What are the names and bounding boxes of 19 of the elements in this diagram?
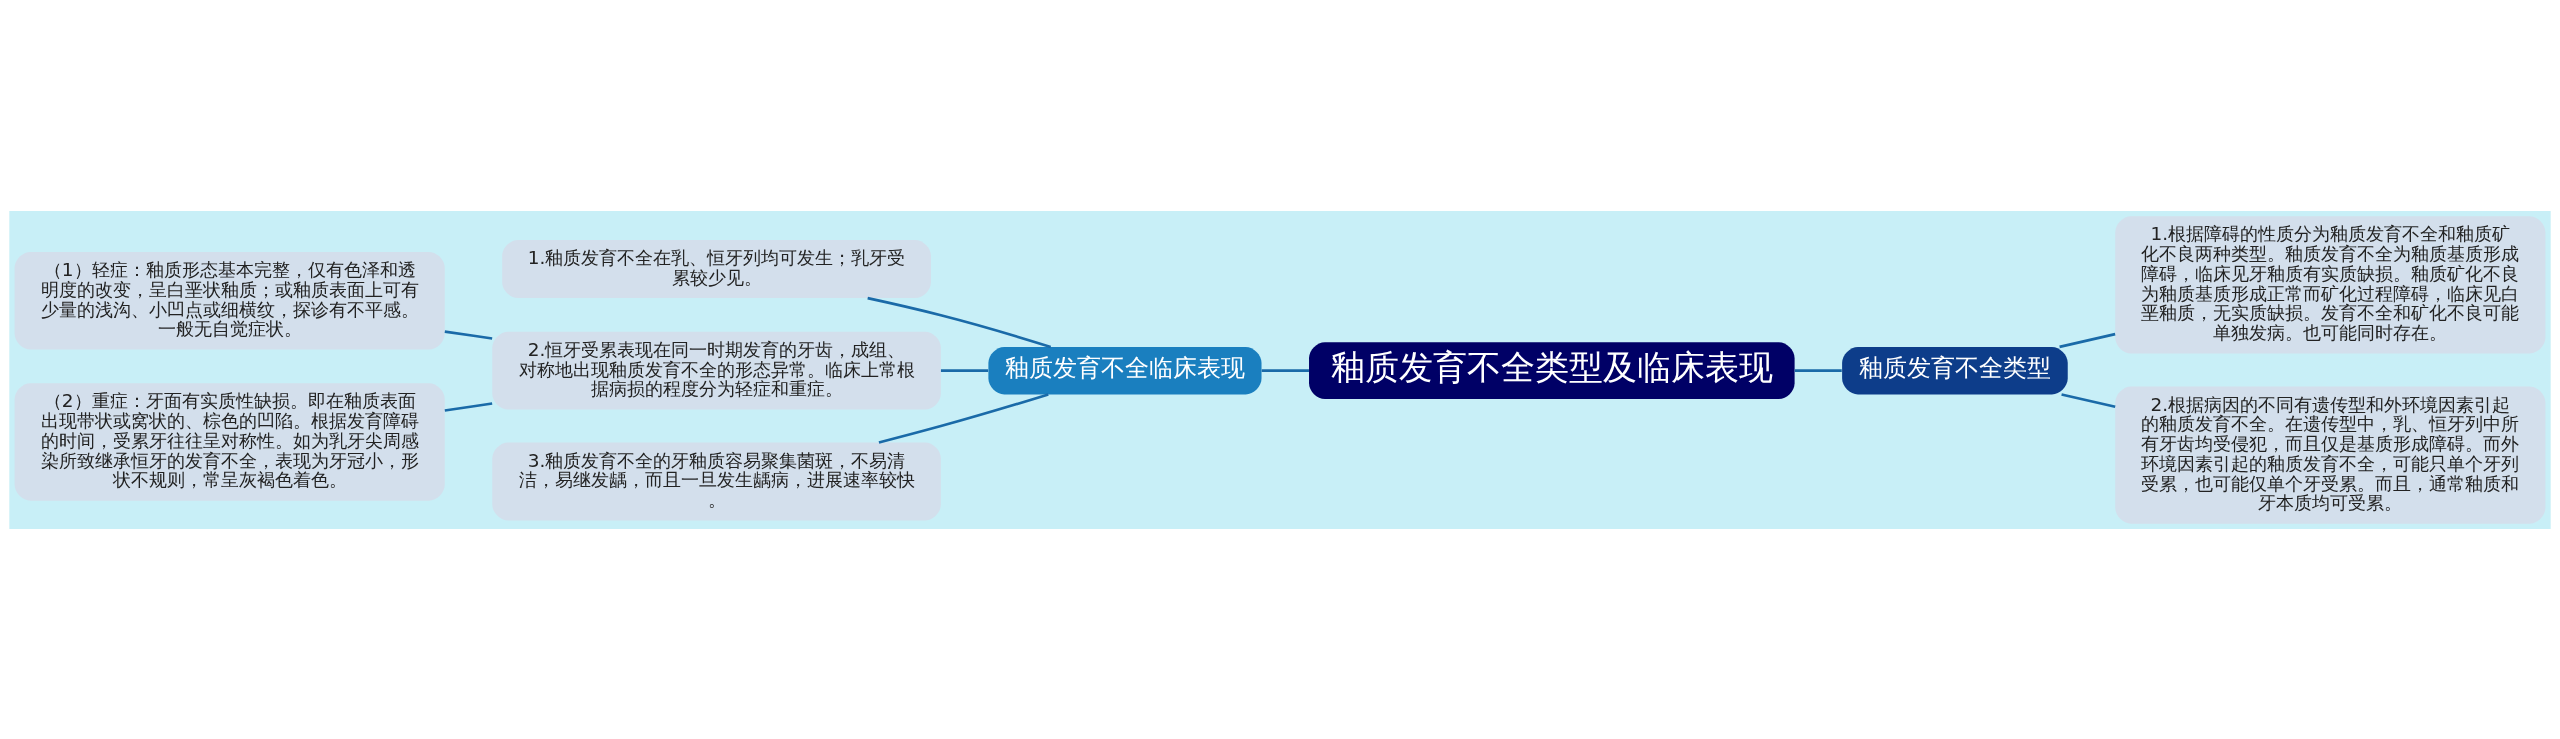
node-box: 釉质发育不全类型及临床表现 <box>1309 341 1795 399</box>
connector <box>940 368 989 372</box>
node-box: 釉质发育不全类型 <box>1842 346 2068 394</box>
connector <box>878 392 1049 444</box>
node-box: 2.根据病因的不同有遗传型和外环境因素引起的釉质发育不全。在遗传型中，乳、恒牙列中所有牙齿均受侵犯，而且仅是基质形成障碍。而外环境因素引起的釉质发育不全，可能只单个牙列受累，也可能仅单个牙受累。而且，通常釉质和牙本质均可受累。 <box>2115 386 2546 524</box>
node-box: （2）重症：牙面有实质性缺损。即在釉质表面出现带状或窝状的、棕色的凹陷。根据发育障碍的时间，受累牙往往呈对称性。如为乳牙尖周感染所致继承恒牙的发育不全，表现为牙冠小，形状不规则，常呈灰褐色着色。 <box>14 382 445 501</box>
connector <box>444 401 493 412</box>
connector <box>1261 368 1309 372</box>
connector <box>444 329 493 340</box>
node-box: 1.根据障碍的性质分为釉质发育不全和釉质矿化不良两种类型。釉质发育不全为釉质基质形成障碍，临床见牙釉质有实质缺损。釉质矿化不良为釉质基质形成正常而矿化过程障碍，临床见白垩釉质，无实质缺损。发育不全和矿化不良可能单独发病。也可能同时存在。 <box>2115 215 2546 353</box>
node-box: 釉质发育不全临床表现 <box>988 346 1262 394</box>
connector <box>1794 368 1842 372</box>
node-box: 2.恒牙受累表现在同一时期发育的牙齿，成组、对称地出现釉质发育不全的形态异常。临床上常根据病损的程度分为轻症和重症。 <box>492 331 941 410</box>
node-box: （1）轻症：釉质形态基本完整，仅有色泽和透明度的改变，呈白垩状釉质；或釉质表面上可有少量的浅沟、小凹点或细横纹，探诊有不平感。一般无自觉症状。 <box>14 251 445 350</box>
node-box: 1.釉质发育不全在乳、恒牙列均可发生；乳牙受累较少见。 <box>502 239 931 298</box>
connector <box>2059 332 2116 348</box>
connector <box>867 296 1052 348</box>
connector <box>2061 392 2116 408</box>
node-box: 3.釉质发育不全的牙釉质容易聚集菌斑，不易清洁，易继发龋，而且一旦发生龋病，进展速率较快。 <box>492 442 941 520</box>
